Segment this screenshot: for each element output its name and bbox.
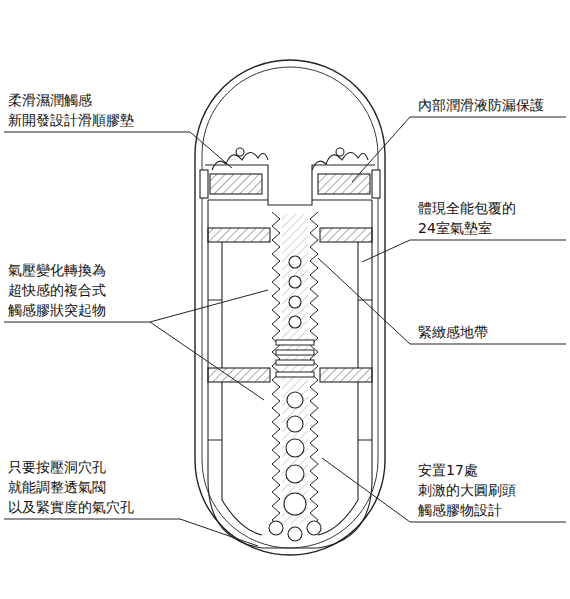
callout-label: 氣壓變化轉換為 超快感的複合式 觸感膠狀突起物 <box>8 260 112 320</box>
callout-label: 只要按壓洞穴孔 就能調整透氣閥 以及緊實度的氣穴孔 <box>8 457 140 517</box>
ring-ridge <box>276 360 314 365</box>
leader-line <box>352 117 566 182</box>
ring-ridge <box>276 372 314 377</box>
brush-bump <box>287 416 303 432</box>
brush-bump <box>289 316 301 328</box>
brush-bump <box>289 256 301 268</box>
brush-bump <box>286 465 304 483</box>
brush-bump <box>284 493 306 515</box>
outer-shell <box>195 60 385 555</box>
sleeve <box>208 200 372 548</box>
inner-channel <box>269 212 321 541</box>
ring-ridge <box>276 350 314 355</box>
channel-wall <box>272 212 280 527</box>
callout-label: 柔滑濕潤觸感 新開發設計滑順膠墊 <box>8 90 140 130</box>
brush-bump <box>288 527 302 541</box>
leader-line <box>322 458 566 522</box>
brush-bump <box>287 392 303 408</box>
callout-label: 體現全能包覆的 24室氣墊室 <box>418 198 522 238</box>
inner-shell <box>202 67 378 548</box>
callout-label: 緊緻感地帶 <box>418 322 494 342</box>
callout-label: 安置17處 刺激的大圓刷頭 觸感膠物設計 <box>418 460 522 520</box>
leader-line <box>362 240 566 262</box>
ring-ridge <box>276 340 314 345</box>
housing <box>195 60 385 555</box>
leader-lines <box>4 117 566 546</box>
leader-line <box>150 322 264 400</box>
brush-bump <box>286 439 304 457</box>
top-cap <box>200 148 380 205</box>
channel-gel <box>282 214 308 524</box>
leader-line <box>4 519 258 546</box>
brush-bump <box>289 276 301 288</box>
leader-line <box>318 258 566 344</box>
callout-label: 內部潤滑液防漏保護 <box>418 95 550 115</box>
brush-bump <box>289 296 301 308</box>
channel-wall <box>310 212 318 527</box>
leader-line <box>4 132 232 168</box>
brush-bump <box>307 521 321 535</box>
brush-bump <box>269 521 283 535</box>
